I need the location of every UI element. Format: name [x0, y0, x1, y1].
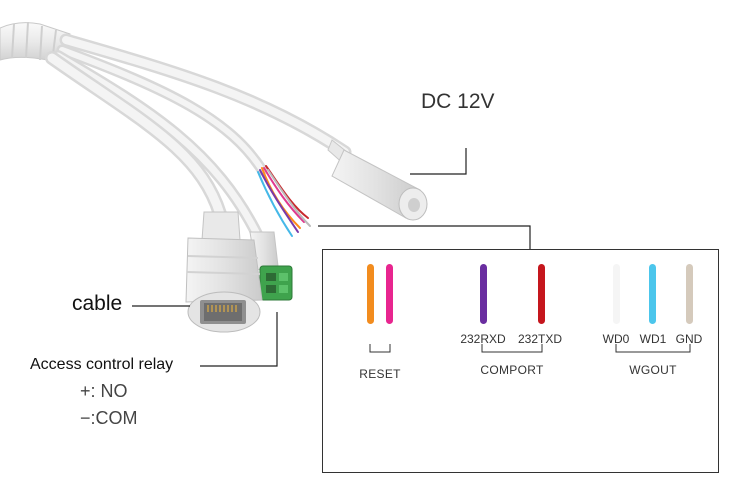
reset-wire-pink [386, 264, 393, 324]
pinout-panel: RESET 232RXD 232TXD COMPORT WD0 WD1 GND … [322, 249, 719, 473]
dc-jack [327, 139, 428, 221]
reset-group-label: RESET [359, 367, 401, 381]
relay-com-label: −:COM [80, 408, 138, 428]
pinout-leader [318, 225, 531, 249]
wgout-wire-white [613, 264, 620, 324]
comport-wire-red [538, 264, 545, 324]
dc-12v-label: DC 12V [421, 90, 495, 113]
wgout-bracket [615, 344, 691, 353]
pin-232rxd-label: 232RXD [460, 332, 506, 346]
loose-wires [257, 165, 311, 237]
comport-group-label: COMPORT [480, 363, 544, 377]
reset-bracket [369, 344, 391, 353]
cable-label: cable [72, 292, 123, 315]
cable-tails [45, 33, 352, 242]
rj45-connector [185, 211, 263, 333]
pin-wd1-label: WD1 [639, 332, 667, 346]
comport-bracket [481, 344, 543, 353]
wgout-wire-blue [649, 264, 656, 324]
relay-no-label: +: NO [80, 381, 128, 401]
comport-wire-purple [480, 264, 487, 324]
dc-leader [410, 148, 467, 175]
wgout-group-label: WGOUT [629, 363, 677, 377]
pin-gnd-label: GND [675, 332, 703, 346]
leader-lines [132, 148, 531, 367]
wgout-wire-gray [686, 264, 693, 324]
relay-leader [200, 312, 278, 367]
pin-232txd-label: 232TXD [517, 332, 563, 346]
access-control-relay-label: Access control relay [30, 356, 174, 373]
pin-wd0-label: WD0 [602, 332, 630, 346]
reset-wire-orange [367, 264, 374, 324]
